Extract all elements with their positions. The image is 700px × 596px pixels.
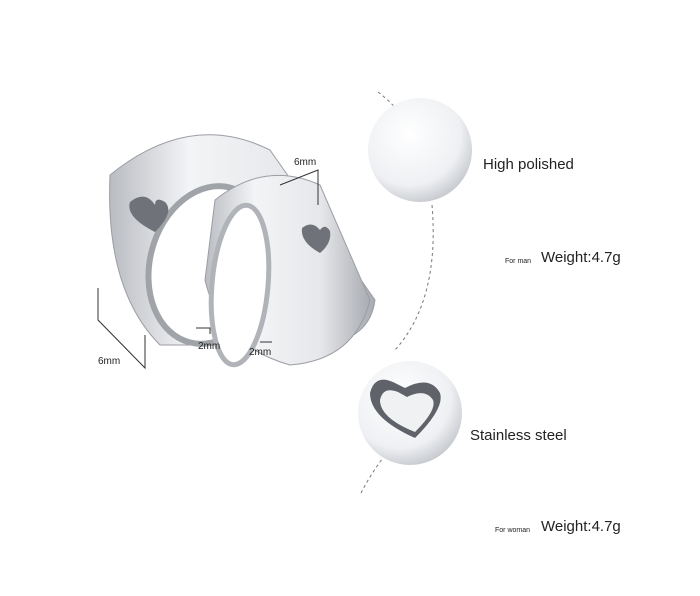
woman-width-label: 6mm (294, 157, 317, 168)
weight-who-man: For man (505, 258, 532, 265)
dimension-lines (97, 169, 319, 370)
man-width-label: 6mm (98, 356, 121, 367)
feature-label-steel: Stainless steel (470, 427, 567, 444)
weight-who-woman: For woman (495, 527, 531, 534)
woman-heart-cutout (301, 224, 331, 253)
polished-detail-circle (368, 98, 472, 202)
weight-value-man: Weight:4.7g (541, 249, 621, 266)
feature-label-polished: High polished (483, 156, 574, 173)
man-heart-cutout (129, 196, 169, 232)
man-thickness-label: 2mm (198, 341, 221, 352)
woman-thickness-label: 2mm (249, 347, 272, 358)
steel-detail-circle (358, 361, 462, 465)
woman-ring (204, 174, 371, 368)
weight-value-woman: Weight:4.7g (541, 518, 621, 535)
